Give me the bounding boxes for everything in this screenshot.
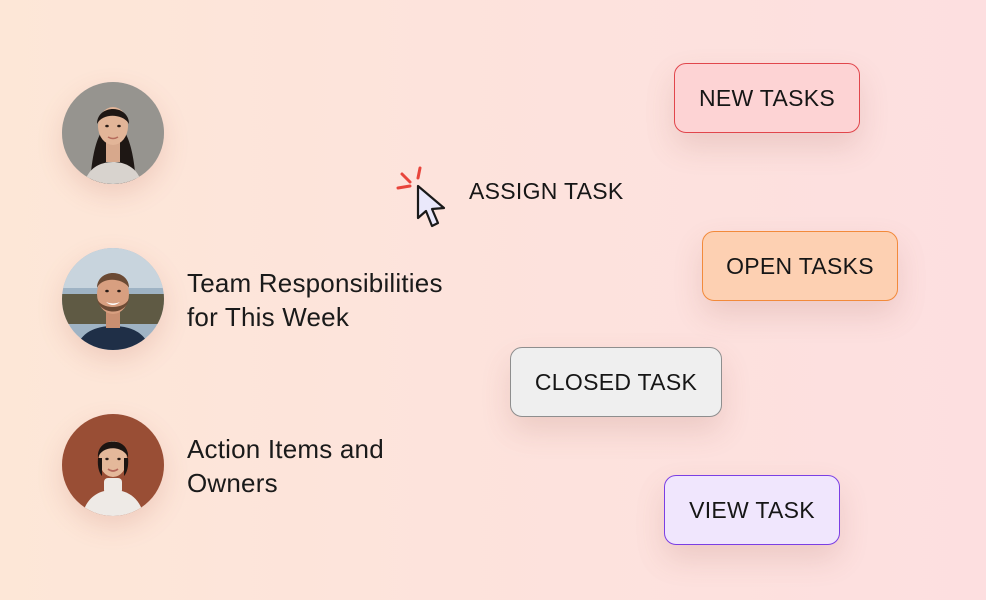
new-tasks-button[interactable]: NEW TASKS [674, 63, 860, 133]
avatar-woman-white-turtleneck [62, 414, 164, 516]
avatar-man-beard-photo [62, 248, 164, 350]
closed-task-button[interactable]: CLOSED TASK [510, 347, 722, 417]
avatar-woman-dark-hair-photo [62, 82, 164, 184]
caption-action-items: Action Items and Owners [187, 434, 384, 498]
assign-task-label[interactable]: ASSIGN TASK [469, 178, 624, 204]
avatar-man-beard [62, 248, 164, 350]
open-tasks-button[interactable]: OPEN TASKS [702, 231, 898, 301]
avatar-woman-white-turtleneck-photo [62, 414, 164, 516]
avatar-woman-dark-hair [62, 82, 164, 184]
view-task-button[interactable]: VIEW TASK [664, 475, 840, 545]
cursor-click-icon [394, 166, 456, 236]
caption-team-responsibilities: Team Responsibilities for This Week [187, 268, 443, 332]
